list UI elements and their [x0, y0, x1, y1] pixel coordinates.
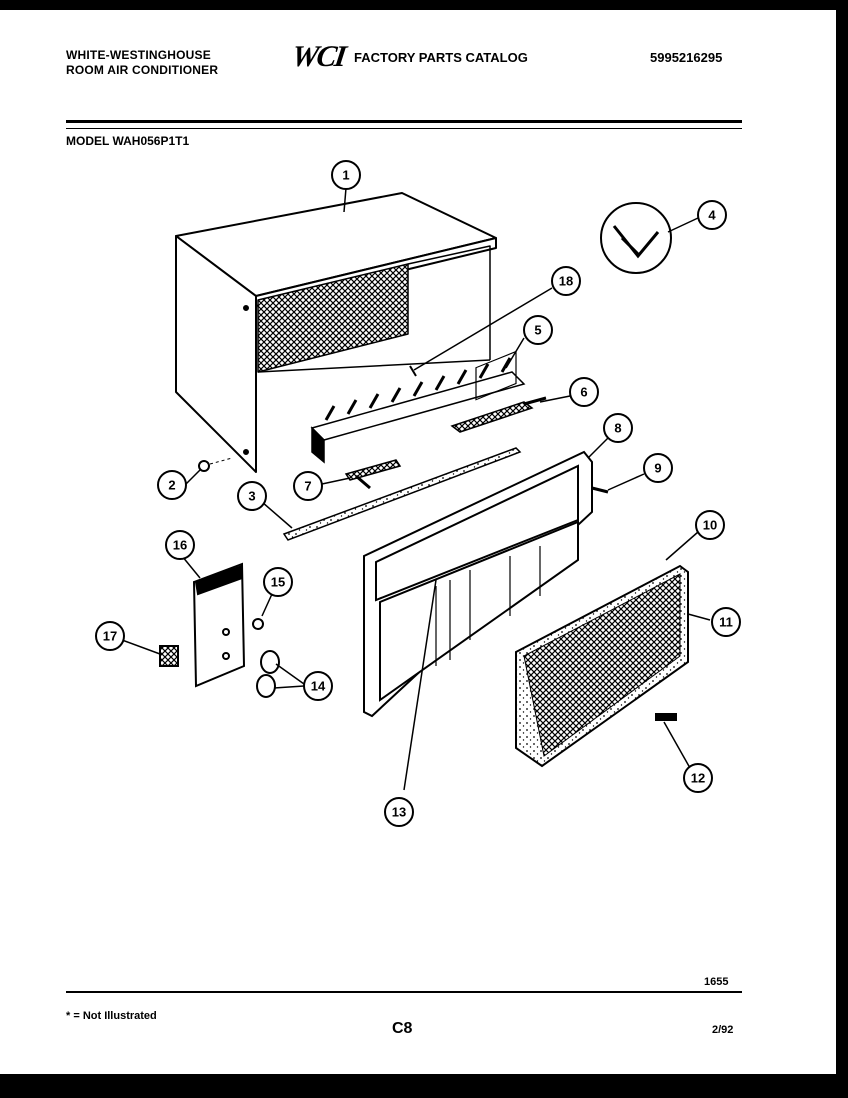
callout-12: 12 [683, 763, 713, 793]
callout-3: 3 [237, 481, 267, 511]
callout-label: 6 [580, 385, 587, 400]
callout-9: 9 [643, 453, 673, 483]
callout-15: 15 [263, 567, 293, 597]
callout-label: 8 [614, 421, 621, 436]
callout-label: 12 [691, 771, 705, 786]
callout-8: 8 [603, 413, 633, 443]
callout-label: 4 [708, 208, 716, 223]
callout-16: 16 [165, 530, 195, 560]
callout-4: 4 [697, 200, 727, 230]
louver-assembly-part [310, 357, 547, 490]
callout-label: 2 [168, 478, 175, 493]
callout-14: 14 [303, 671, 333, 701]
callout-label: 14 [311, 679, 326, 694]
catalog-title: FACTORY PARTS CATALOG [354, 50, 528, 65]
callout-label: 1 [342, 168, 349, 183]
detail-inset [600, 202, 672, 274]
air-filter-part [515, 564, 689, 768]
callout-17: 17 [95, 621, 125, 651]
cabinet-part [175, 192, 497, 473]
front-frame-part [363, 350, 609, 718]
callout-label: 5 [534, 323, 541, 338]
callout-11: 11 [711, 607, 741, 637]
document-date: 2/92 [712, 1024, 734, 1036]
mounting-strip-part [282, 447, 522, 541]
callout-2: 2 [157, 470, 187, 500]
footnote: * = Not Illustrated [66, 1010, 157, 1022]
callout-label: 9 [654, 461, 661, 476]
callout-1: 1 [331, 160, 361, 190]
callout-10: 10 [695, 510, 725, 540]
control-panel-part [159, 457, 677, 791]
callout-label: 13 [392, 805, 406, 820]
callout-label: 15 [271, 575, 285, 590]
product-line: ROOM AIR CONDITIONER [66, 63, 219, 77]
callout-label: 3 [248, 489, 255, 504]
header-rule [66, 120, 742, 129]
callout-18: 18 [551, 266, 581, 296]
figure-number: 1655 [704, 976, 729, 988]
callout-label: 17 [103, 629, 117, 644]
callout-label: 16 [173, 538, 187, 553]
callout-label: 18 [559, 274, 573, 289]
callout-label: 10 [703, 518, 717, 533]
brand-block: WHITE-WESTINGHOUSE ROOM AIR CONDITIONER [66, 48, 218, 78]
callout-7: 7 [293, 471, 323, 501]
catalog-number: 5995216295 [650, 50, 723, 65]
callout-label: 7 [304, 479, 311, 494]
model-label: MODEL WAH056P1T1 [66, 134, 190, 148]
footer-rule [66, 991, 742, 993]
brand-name: WHITE-WESTINGHOUSE [66, 48, 211, 62]
leader-lines [121, 187, 711, 769]
callout-6: 6 [569, 377, 599, 407]
callout-13: 13 [384, 797, 414, 827]
callout-5: 5 [523, 315, 553, 345]
page-code: C8 [392, 1020, 413, 1037]
callout-label: 11 [719, 615, 733, 630]
